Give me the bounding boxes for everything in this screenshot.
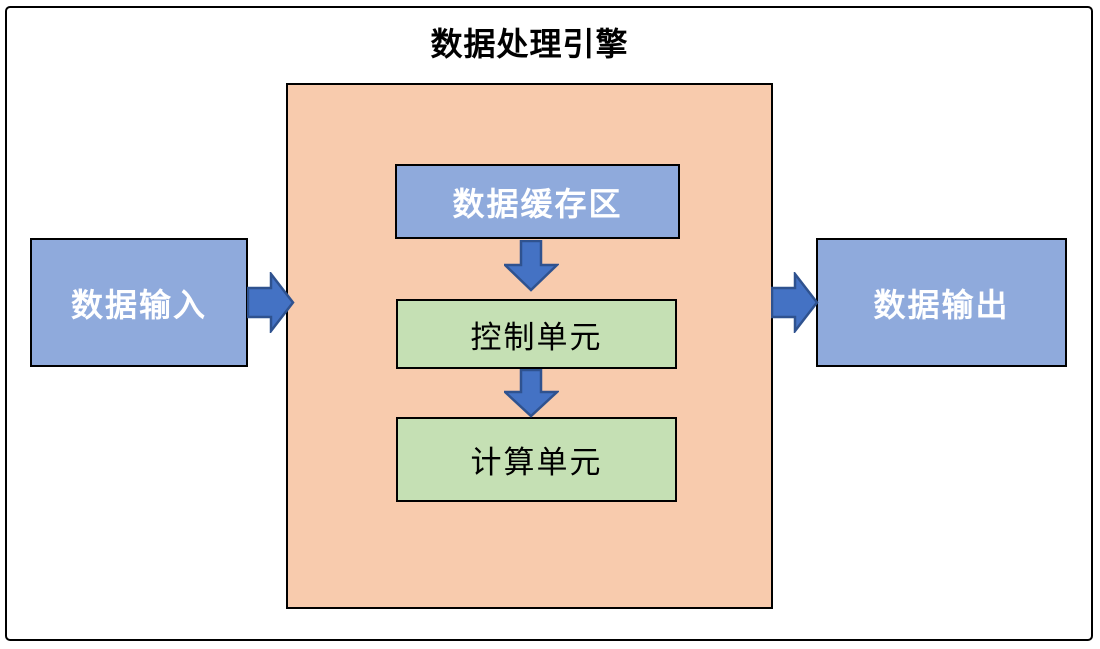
compute-box-label: 计算单元: [470, 445, 603, 480]
arrow-right-output-icon: [771, 272, 819, 333]
control-box-label: 控制单元: [470, 319, 603, 355]
output-box: 数据输出: [816, 238, 1067, 367]
compute-box: 计算单元: [396, 417, 677, 502]
output-box-label: 数据输出: [873, 286, 1010, 323]
control-box: 控制单元: [396, 299, 677, 369]
buffer-box: 数据缓存区: [395, 164, 680, 239]
buffer-box-label: 数据缓存区: [452, 185, 623, 222]
diagram-title: 数据处理引擎: [430, 26, 629, 62]
arrow-down-buffer-control-icon: [504, 240, 559, 292]
arrow-down-control-compute-icon: [504, 369, 559, 418]
arrow-right-input-icon: [247, 272, 295, 333]
input-box: 数据输入: [30, 238, 248, 367]
input-box-label: 数据输入: [70, 286, 207, 323]
